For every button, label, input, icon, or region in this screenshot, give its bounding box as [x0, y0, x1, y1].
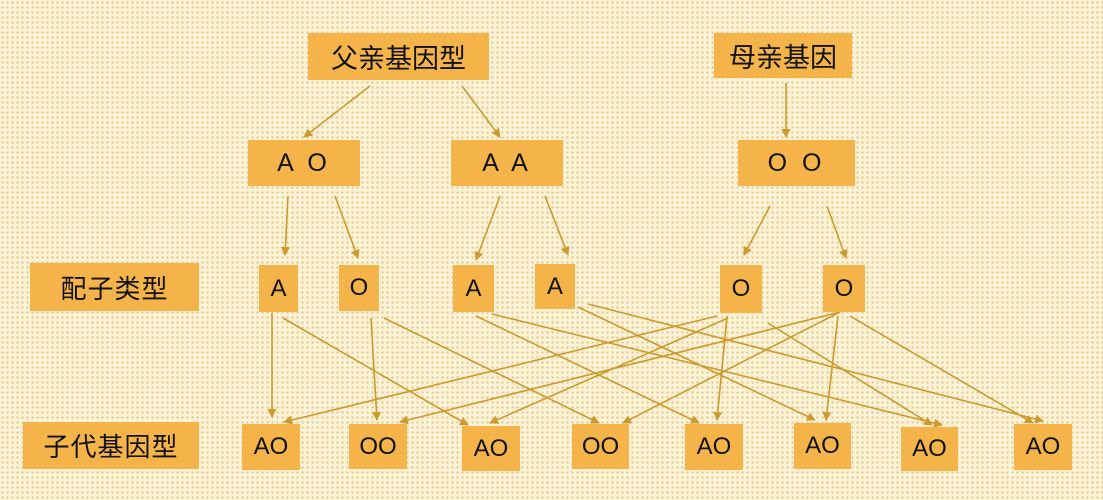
father-genotype-title: 父亲基因型	[308, 33, 489, 80]
arrow-a4-to-c6	[577, 306, 816, 421]
offspring-box: AO	[242, 424, 300, 470]
arrow-a4-to-c8	[587, 303, 1044, 424]
arrow-o1-to-c2	[370, 317, 382, 421]
offspring-box: AO	[462, 426, 520, 471]
genotype-box-oo: O O	[738, 140, 855, 186]
mother-genotype-title: 母亲基因	[714, 33, 852, 78]
offspring-box: AO	[1014, 424, 1072, 470]
arrow-a3-to-c5	[475, 315, 700, 424]
gamete-box: A	[453, 265, 494, 312]
offspring-box: OO	[349, 424, 407, 469]
arrow-aa-to-a1	[474, 195, 501, 261]
gamete-box: O	[823, 265, 865, 312]
arrow-father-to-ao	[303, 85, 371, 138]
arrow-a1-to-c3	[282, 317, 469, 426]
arrow-o5-to-c5	[713, 315, 728, 421]
arrow-o6-to-c2	[399, 311, 841, 425]
gamete-type-label: 配子类型	[30, 263, 199, 311]
gamete-box: A	[259, 265, 298, 312]
arrow-aa-to-a2	[544, 195, 570, 256]
offspring-box: AO	[685, 424, 743, 470]
arrow-a3-to-c7	[491, 313, 943, 428]
arrow-ao-to-a	[280, 195, 290, 256]
arrow-o6-to-c8	[849, 315, 1034, 424]
offspring-genotype-label: 子代基因型	[23, 422, 199, 469]
gamete-box: O	[720, 265, 762, 313]
offspring-box: AO	[794, 423, 851, 469]
offspring-box: OO	[572, 424, 629, 469]
gamete-box: A	[535, 264, 575, 309]
offspring-box: AO	[901, 427, 958, 471]
arrow-o6-to-c4	[622, 311, 841, 424]
arrow-o6-to-c7	[767, 322, 933, 426]
gamete-box: O	[339, 265, 379, 311]
arrow-ao-to-o	[334, 195, 360, 259]
arrow-layer	[267, 83, 1044, 428]
genotype-box-aa: A A	[451, 140, 563, 186]
arrow-o5-to-c1	[283, 315, 718, 425]
arrow-father-to-aa	[461, 85, 501, 138]
genotype-box-ao: A O	[248, 140, 360, 186]
arrow-oo-to-o2	[826, 205, 848, 259]
arrow-oo-to-o1	[743, 205, 771, 256]
arrow-o6-to-c6	[822, 315, 839, 421]
